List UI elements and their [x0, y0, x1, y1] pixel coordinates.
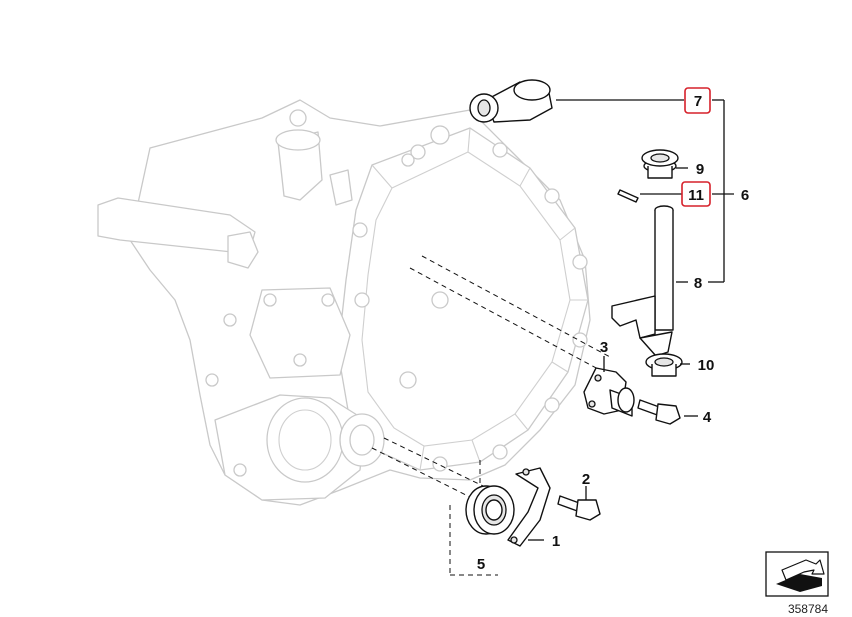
callout-4: 4 [703, 409, 712, 426]
callout-8: 8 [694, 275, 702, 292]
callout-3: 3 [600, 339, 608, 356]
part-8-release-fork [611, 205, 674, 357]
arrow-to-parts-icon[interactable] [765, 551, 829, 597]
part-11-pin [617, 189, 639, 203]
gearbox-housing [97, 99, 591, 506]
leader-lines [528, 99, 734, 541]
callout-highlights [681, 87, 711, 207]
part-7-cap [469, 79, 553, 123]
part-4-bolt [637, 399, 681, 425]
callout-9: 9 [696, 161, 704, 178]
part-2-bolt [557, 495, 601, 521]
part-9-bushing [641, 149, 679, 179]
part-1-clip [507, 467, 551, 547]
callout-labels: 7 9 11 6 8 3 10 4 2 1 5 [477, 93, 749, 573]
callout-11: 11 [688, 187, 704, 204]
callout-6: 6 [741, 187, 749, 204]
part-10-bushing [645, 353, 683, 377]
part-3-guide-sleeve [583, 367, 635, 417]
callout-1: 1 [552, 533, 560, 550]
part-5-shaft-seal [465, 485, 515, 535]
callout-7: 7 [694, 93, 702, 110]
callout-7-highlight [684, 87, 711, 114]
callout-2: 2 [582, 471, 590, 488]
callout-11-highlight [681, 181, 711, 207]
callout-5: 5 [477, 556, 485, 573]
callout-10: 10 [698, 357, 715, 374]
reference-number: 358784 [788, 602, 828, 616]
